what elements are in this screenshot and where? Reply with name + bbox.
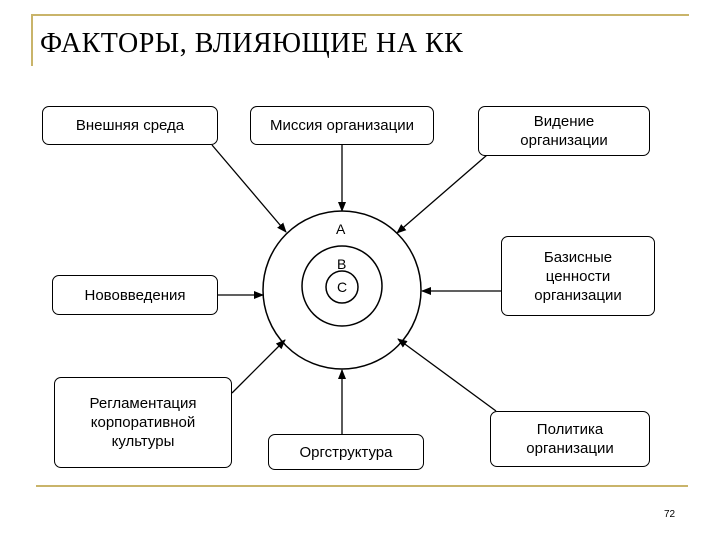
box-organization-mission: Миссия организации — [250, 106, 434, 145]
arrow-external — [211, 144, 287, 233]
arrow-policy — [397, 338, 497, 412]
circle-label-b: B — [337, 256, 347, 272]
frame-bottom-line — [36, 485, 688, 487]
arrow-regulation — [231, 339, 286, 394]
page-number: 72 — [664, 509, 676, 520]
slide-title: ФАКТОРЫ, ВЛИЯЮЩИЕ НА КК — [40, 28, 464, 59]
box-culture-regulation: Регламентация корпоративной культуры — [54, 377, 232, 468]
box-organization-vision: Видение организации — [478, 106, 650, 156]
arrow-vision — [396, 154, 488, 234]
circle-label-c: C — [337, 279, 348, 295]
box-innovations: Нововведения — [52, 275, 218, 315]
box-basic-values: Базисные ценности организации — [501, 236, 655, 316]
core-circle-c — [325, 270, 359, 304]
box-organization-policy: Политика организации — [490, 411, 650, 467]
circle-label-a: A — [336, 221, 346, 237]
box-org-structure: Оргструктура — [268, 434, 424, 470]
frame-top-line — [31, 14, 689, 16]
box-external-environment: Внешняя среда — [42, 106, 218, 145]
inner-circle-b — [301, 245, 383, 327]
frame-vertical-line — [31, 14, 33, 66]
